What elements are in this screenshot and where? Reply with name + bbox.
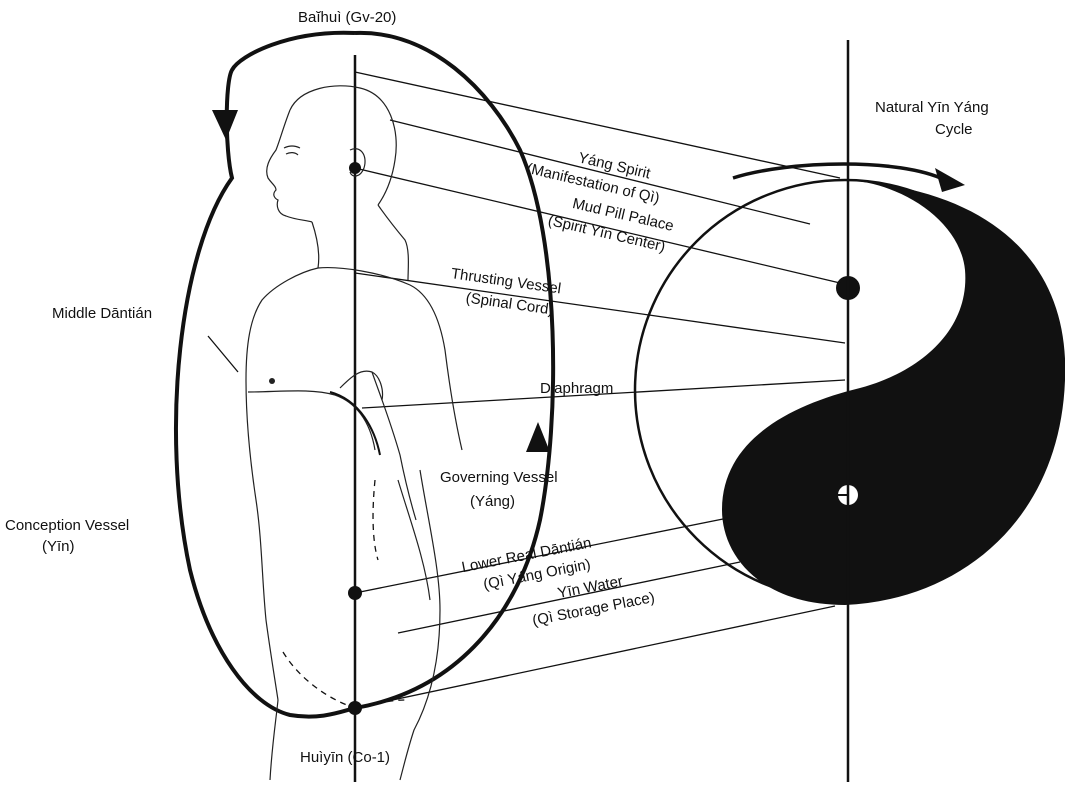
yin-black-half [722,180,1065,605]
vessel-loop [176,33,553,717]
label-natural-cycle-sub: Cycle [935,121,973,138]
connector-huiyin [355,606,835,708]
yin-yang-symbol [635,180,1065,605]
label-governing-vessel: Governing Vessel [440,469,558,486]
lower-dantian-point [348,586,362,600]
huiyin-point [348,701,362,715]
label-governing-vessel-sub: (Yáng) [470,493,515,510]
governing-arrow-icon [526,422,550,452]
label-conception-vessel-sub: (Yīn) [42,538,75,555]
connector-thrusting [355,273,845,343]
pelvic-dashed-curve [283,652,355,708]
mud-pill-point [349,162,361,174]
label-diaphragm: Diaphragm [540,380,613,397]
middle-dantian-pointer [208,336,238,372]
label-natural-cycle: Natural Yīn Yáng [875,99,989,116]
label-middle-dantian: Middle Dāntián [52,305,152,322]
label-conception-vessel: Conception Vessel [5,517,129,534]
conception-arrow-icon [212,110,238,140]
label-huiyin: Huìyīn (Co-1) [300,749,390,766]
label-baihui: Baĭhuì (Gv-20) [298,9,396,26]
